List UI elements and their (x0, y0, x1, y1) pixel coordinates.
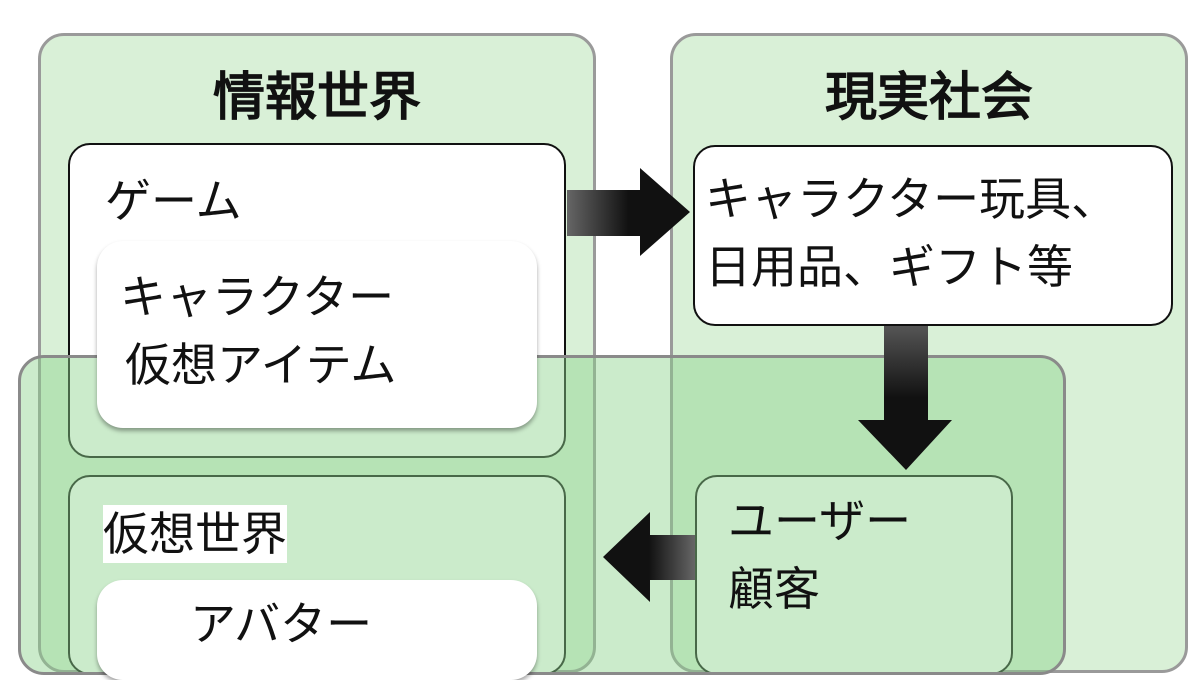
real-society-title: 現実社会 (824, 68, 1033, 128)
goods-line-1: キャラクター玩具、 (705, 172, 1118, 226)
game-inner-line-2: 仮想アイテム (125, 338, 397, 392)
goods-box (693, 145, 1173, 326)
goods-line-2: 日用品、ギフト等 (705, 240, 1073, 294)
game-inner-line-1: キャラクター (120, 270, 395, 324)
arrow-down-icon (858, 326, 952, 470)
virtual-label: 仮想世界 (103, 505, 287, 563)
game-label: ゲーム (105, 174, 242, 228)
arrow-right-icon (567, 168, 690, 256)
arrow-left-icon (603, 512, 695, 602)
info-world-title: 情報世界 (212, 68, 421, 128)
user-line-2: 顧客 (728, 562, 820, 616)
user-line-1: ユーザー (728, 494, 912, 548)
game-inner-box (97, 241, 537, 428)
arrows-layer (567, 168, 952, 602)
